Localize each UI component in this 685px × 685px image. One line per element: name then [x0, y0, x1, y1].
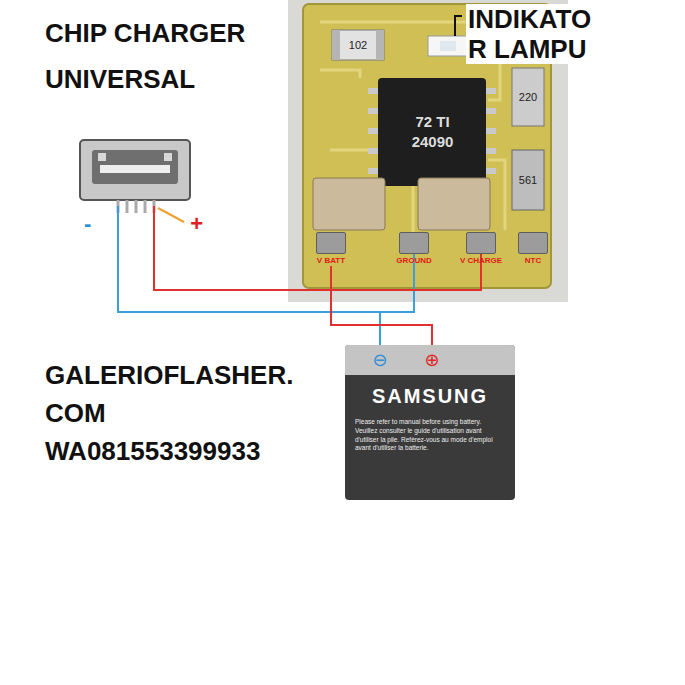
usb-tab [98, 153, 106, 161]
usb-connector [80, 140, 190, 200]
charger-ic [378, 78, 486, 186]
wire [331, 266, 432, 350]
pad-label: V CHARGE [455, 256, 507, 266]
part-marking: 220 [512, 90, 544, 104]
ic-pin [486, 88, 496, 94]
pad-shape [316, 232, 346, 254]
usb-pin-leg [135, 200, 138, 213]
wire-stub [153, 206, 155, 236]
callout-label: INDIKATO R LAMPU [466, 4, 601, 64]
resistor-cap [376, 30, 384, 60]
capacitor [418, 178, 490, 230]
usb-socket [92, 150, 178, 184]
usb-pin-leg [144, 200, 147, 213]
watermark: WA081553399933 [45, 432, 335, 470]
ic-pin [368, 128, 378, 134]
usb-tongue [100, 165, 170, 173]
component-220 [512, 68, 544, 126]
pcb-trace [320, 70, 360, 78]
usb-pin: - [80, 213, 124, 235]
ic-pin [368, 108, 378, 114]
pad-label: V BATT [308, 256, 354, 266]
ic-pin [486, 108, 496, 114]
pad-shape [518, 232, 548, 254]
leader-line [455, 16, 462, 36]
battery-terminal: ⊕ [422, 350, 442, 370]
wire [380, 266, 414, 350]
led-indicator [428, 36, 468, 56]
battery-warning: Please refer to manual before using batt… [345, 408, 515, 453]
solder-pad: V BATT [308, 232, 354, 266]
leader-line [158, 208, 184, 222]
ic-pin [486, 148, 496, 154]
battery-terminal: ⊖ [370, 350, 390, 370]
resistor-102 [332, 30, 384, 60]
diagram-title: CHIP CHARGER UNIVERSAL [45, 10, 285, 102]
component-561 [512, 150, 544, 210]
ic-pin [368, 148, 378, 154]
pad-label: GROUND [390, 256, 438, 266]
part-marking: 561 [512, 173, 544, 187]
solder-pad: NTC [514, 232, 552, 266]
usb-pin-leg [126, 200, 129, 213]
part-marking: 102 [332, 38, 384, 52]
ic-pins [368, 88, 496, 174]
terminal-symbol: ⊖ [370, 350, 390, 370]
wire-stub [117, 206, 119, 236]
usb-tab [164, 153, 172, 161]
pin-polarity: - [80, 213, 124, 235]
usb-pin: + [147, 213, 207, 235]
usb-pins [118, 200, 154, 213]
solder-pad: GROUND [390, 232, 438, 266]
wire [154, 232, 481, 290]
watermark: GALERIOFLASHER. COM [45, 356, 315, 432]
terminal-symbol: ⊕ [422, 350, 442, 370]
pad-shape [466, 232, 496, 254]
solder-pad: V CHARGE [455, 232, 507, 266]
resistor-cap [332, 30, 340, 60]
ic-pin [368, 168, 378, 174]
battery: SAMSUNGPlease refer to manual before usi… [345, 345, 515, 500]
wire [118, 232, 414, 312]
pin-polarity: + [147, 213, 207, 235]
brand-name: SAMSUNG [345, 385, 515, 408]
pad-shape [399, 232, 429, 254]
ic-pin [368, 88, 378, 94]
led-lens [440, 41, 456, 51]
chip-marking: 72 TI 24090 [405, 112, 460, 152]
ic-pin [486, 168, 496, 174]
ic-pin [486, 128, 496, 134]
pad-label: NTC [514, 256, 552, 266]
capacitor [313, 178, 385, 230]
pcb-trace [412, 186, 415, 232]
